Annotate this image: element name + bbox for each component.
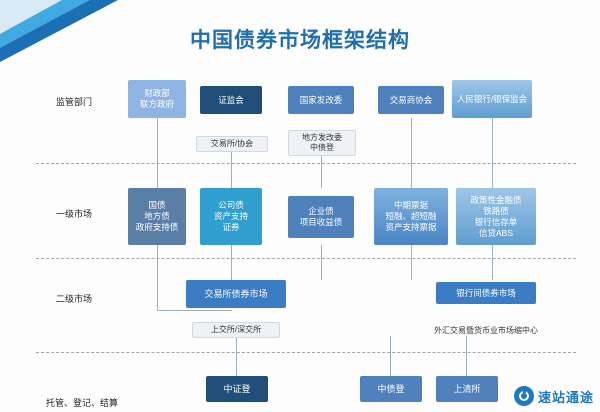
- connector-ent-to-exchange: [321, 245, 322, 280]
- logo-text: 速站通途: [537, 389, 594, 405]
- regulator-label-csrc: 证监会: [218, 94, 244, 105]
- connector-ndrc: [321, 152, 322, 188]
- connector-mof: [157, 118, 158, 188]
- primary-label-corporate-bonds: 公司债资产支持证券: [213, 200, 248, 232]
- compass-icon: [513, 386, 534, 406]
- primary-box-corporate-bonds[interactable]: 公司债资产支持证券: [200, 188, 262, 245]
- connector-corp-to-exchange: [231, 245, 232, 280]
- primary-label-government-bonds: 国债地方债政府支持债: [135, 200, 179, 232]
- connector-primary-to-exchange: [157, 245, 158, 310]
- tag-sse-szse: 上交所/深交所: [192, 322, 280, 338]
- page-title: 中国债券市场框架结构: [190, 29, 410, 52]
- custody-label-ccdc: 中债登: [377, 383, 405, 394]
- custody-label-shclear: 上清所: [453, 383, 481, 394]
- connector-interbank-to-ccdc: [390, 336, 391, 376]
- custody-box-shclear[interactable]: 上清所: [436, 376, 498, 402]
- connector-mtn-to-interbank: [411, 245, 412, 280]
- secondary-label-interbank-market: 银行间债券市场: [456, 287, 516, 298]
- connector-csrc: [231, 150, 232, 188]
- divider-1: [36, 163, 576, 164]
- primary-label-mtn: 中期票据短融、超短融资产支持票据: [385, 200, 437, 232]
- primary-label-policy-financial: 政策性金融债铁路债银行信存单信贷ABS: [470, 194, 522, 238]
- custody-label-csdc: 中证登: [223, 383, 251, 394]
- secondary-box-exchange-market[interactable]: 交易所债券市场: [186, 280, 286, 308]
- connector-exchange-to-csdc: [236, 336, 237, 376]
- regulator-box-namii[interactable]: 交易商协会: [378, 86, 444, 114]
- primary-box-mtn[interactable]: 中期票据短融、超短融资产支持票据: [374, 188, 448, 245]
- regulator-box-pboc[interactable]: 人民银行/银保监会: [452, 80, 532, 118]
- secondary-label-exchange-market: 交易所债券市场: [204, 288, 268, 299]
- divider-2: [36, 258, 576, 259]
- custody-box-ccdc[interactable]: 中债登: [360, 376, 422, 402]
- regulator-label-ndrc: 国家发改委: [299, 94, 343, 105]
- tag-exchange-association: 交易所/协会: [196, 136, 268, 152]
- connector-interbank-to-shclear: [466, 336, 467, 376]
- connector-policy-to-interbank: [492, 245, 493, 280]
- corner-decoration-light: [0, 0, 62, 34]
- label-cfets: 外汇交易暨货币业市场缩中心: [434, 326, 538, 335]
- connector-join-exchange: [157, 310, 232, 311]
- primary-box-government-bonds[interactable]: 国债地方债政府支持债: [128, 188, 186, 245]
- primary-box-enterprise-bonds[interactable]: 企业债项目收益债: [288, 196, 354, 238]
- primary-box-policy-financial[interactable]: 政策性金融债铁路债银行信存单信贷ABS: [456, 188, 536, 245]
- custody-box-csdc[interactable]: 中证登: [206, 376, 268, 402]
- row-label-secondary-market: 二级市场: [56, 294, 93, 304]
- connector-namii: [411, 118, 412, 188]
- divider-3: [36, 352, 576, 353]
- tag-local-ndrc-ccdc: 地方发改委中债登: [288, 130, 356, 156]
- secondary-box-interbank-market[interactable]: 银行间债券市场: [436, 282, 536, 304]
- regulator-label-mof: 财政部联方政府: [139, 88, 174, 109]
- connector-pboc: [492, 118, 493, 188]
- row-label-regulators: 监管部门: [56, 97, 93, 107]
- row-label-primary-market: 一级市场: [56, 209, 93, 219]
- regulator-label-namii: 交易商协会: [389, 94, 433, 105]
- regulator-box-ndrc[interactable]: 国家发改委: [288, 86, 354, 114]
- regulator-label-pboc: 人民银行/银保监会: [456, 93, 528, 104]
- regulator-box-csrc[interactable]: 证监会: [200, 86, 262, 114]
- primary-label-enterprise-bonds: 企业债项目收益债: [299, 206, 343, 227]
- regulator-box-mof[interactable]: 财政部联方政府: [128, 80, 186, 118]
- row-label-custody: 托管、登记、结算: [46, 398, 119, 408]
- watermark-logo: 速站通途: [513, 386, 594, 406]
